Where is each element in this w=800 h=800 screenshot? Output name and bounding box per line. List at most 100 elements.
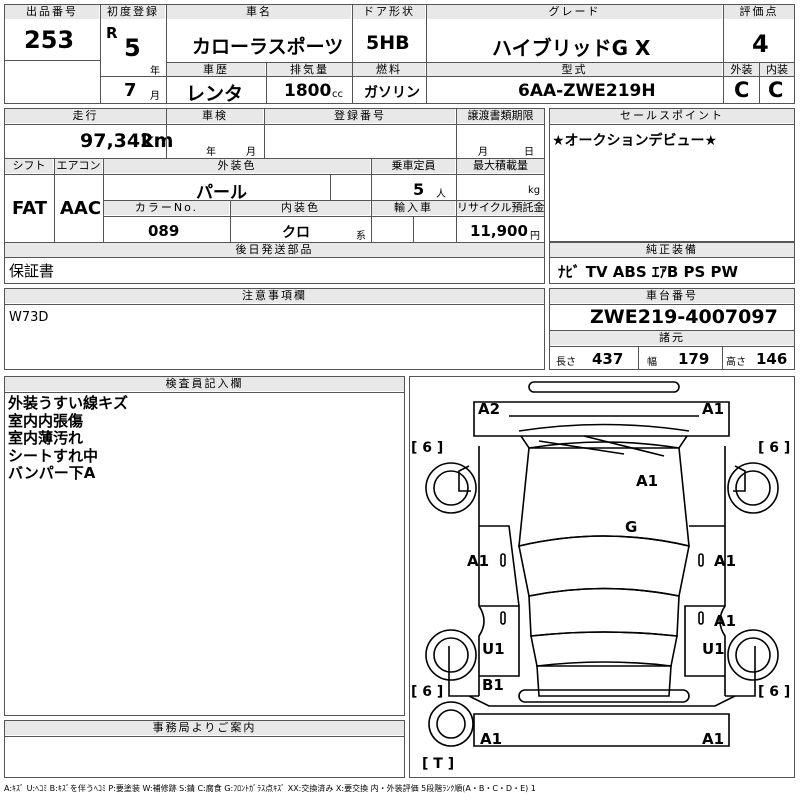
mileage: 97,342: [80, 130, 154, 152]
right-door-panels: [684, 525, 725, 677]
history-label: 車歴: [167, 63, 265, 77]
fuel-label: 燃料: [353, 63, 425, 77]
chassis-number: ZWE219-4007097: [590, 306, 778, 328]
mark-a1-rear-right: A1: [702, 730, 725, 748]
mark-u1-right-rear: U1: [702, 640, 725, 658]
interior-grade: C: [768, 78, 784, 102]
mark-a1-right-door: A1: [714, 552, 737, 570]
interior-color-label: 内装色: [231, 201, 370, 215]
exterior-grade: C: [734, 78, 750, 102]
reg-month: 7: [124, 80, 137, 101]
color: パール: [196, 183, 247, 203]
mark-g-windshield: G: [625, 518, 638, 536]
fuel: ガソリン: [364, 85, 420, 101]
office-block: [4, 720, 405, 778]
spare-tire: [ T ]: [422, 756, 455, 772]
notes-block: [4, 288, 545, 370]
exterior-label: 外装: [724, 63, 759, 77]
mark-a2-front-left: A2: [478, 400, 501, 418]
wheel-front-right: [727, 462, 779, 514]
tire-front-left: [ 6 ]: [411, 440, 444, 456]
inspector-label: 検査員記入欄: [5, 377, 404, 391]
wheel-rear-left: [425, 629, 477, 681]
car-name-label: 車名: [167, 5, 351, 19]
ac: AAC: [60, 198, 102, 219]
shift-label: シフト: [5, 159, 53, 173]
score: 4: [752, 30, 769, 58]
color-label: 外装色: [104, 159, 370, 173]
inspection-year-unit: 年: [206, 147, 216, 158]
sales-block: [549, 108, 795, 242]
spare-wheel: [428, 701, 474, 747]
transfer-day-unit: 日: [524, 147, 534, 158]
model: 6AA-ZWE219H: [518, 81, 656, 101]
load-label: 最大積載量: [457, 159, 544, 173]
inspector-line: バンパー下A: [8, 464, 96, 482]
inspector-lines: 外装うすい線キズ 室内内張傷 室内薄汚れ シートすれ中 バンパー下A: [8, 394, 129, 483]
rear-window: [530, 631, 678, 667]
recycle-unit: 円: [530, 231, 540, 242]
spec-block: [4, 108, 545, 258]
right-mirror: [733, 465, 746, 492]
chassis-block: [549, 288, 795, 370]
ac-label: エアコン: [55, 159, 102, 173]
left-mirror: [458, 465, 471, 492]
height-label: 高さ: [726, 357, 746, 368]
shift: FAT: [12, 198, 48, 219]
header-block: [4, 4, 795, 104]
inspector-block: [4, 376, 405, 716]
door-type: 5HB: [366, 32, 410, 54]
score-label: 評価点: [724, 5, 794, 19]
chassis-label: 車台番号: [550, 289, 794, 303]
equipment-block: [549, 242, 795, 284]
year-unit: 年: [150, 66, 160, 77]
sales-label: セールスポイント: [550, 109, 794, 123]
car-diagram: [425, 381, 779, 747]
lot-label: 出品番号: [5, 5, 99, 19]
capacity: 5: [413, 180, 425, 199]
load-unit: kg: [528, 185, 541, 196]
mark-a1-right-rear-door: A1: [714, 612, 737, 630]
lot-number: 253: [24, 26, 75, 54]
inspection-month-unit: 月: [246, 147, 256, 158]
roof: [528, 587, 680, 637]
legend: A:ｷｽﾞ U:ﾍｺﾐ B:ｷｽﾞを伴うﾍｺﾐ P:要塗装 W:補修跡 S:錆 …: [4, 784, 536, 793]
inspector-line: 室内内張傷: [8, 411, 84, 430]
windshield: [518, 535, 690, 597]
grille: [520, 435, 688, 449]
later-text: 保証書: [9, 262, 55, 280]
mark-u1-left-rear: U1: [482, 640, 505, 658]
model-label: 型式: [427, 63, 722, 77]
height: 146: [756, 350, 788, 368]
displacement: 1800: [284, 81, 332, 101]
dims-label: 諸元: [550, 331, 794, 345]
inspector-line: 外装うすい線キズ: [8, 394, 129, 412]
door-label: ドア形状: [353, 5, 425, 19]
grade-label: グレード: [427, 5, 722, 19]
color-no: 089: [148, 222, 180, 240]
grade: ハイブリッドG X: [492, 36, 651, 60]
front-bumper: [528, 381, 680, 393]
mileage-label: 走行: [5, 109, 166, 123]
displacement-unit: cc: [332, 89, 343, 100]
tire-rear-right: [ 6 ]: [758, 684, 791, 700]
wheel-front-left: [425, 462, 477, 514]
right-side: [719, 446, 726, 696]
width-label: 幅: [647, 357, 657, 368]
front-outline: [473, 401, 730, 437]
tire-front-right: [ 6 ]: [758, 440, 791, 456]
capacity-unit: 人: [436, 189, 446, 200]
notes-label: 注意事項欄: [5, 289, 544, 303]
mileage-unit: km: [141, 130, 174, 152]
era: R: [106, 24, 118, 42]
length: 437: [592, 350, 624, 368]
sales-text: ★オークションデビュー★: [552, 133, 718, 149]
history: レンタ: [186, 83, 244, 105]
interior-color-unit: 系: [356, 231, 366, 242]
equipment-label: 純正装備: [550, 243, 794, 257]
inspector-line: 室内薄汚れ: [8, 429, 84, 447]
car-name: カローラスポーツ: [192, 36, 344, 58]
transfer-label: 譲渡書類期限: [457, 109, 544, 123]
transfer-month-unit: 月: [478, 147, 488, 158]
left-side: [478, 446, 485, 696]
